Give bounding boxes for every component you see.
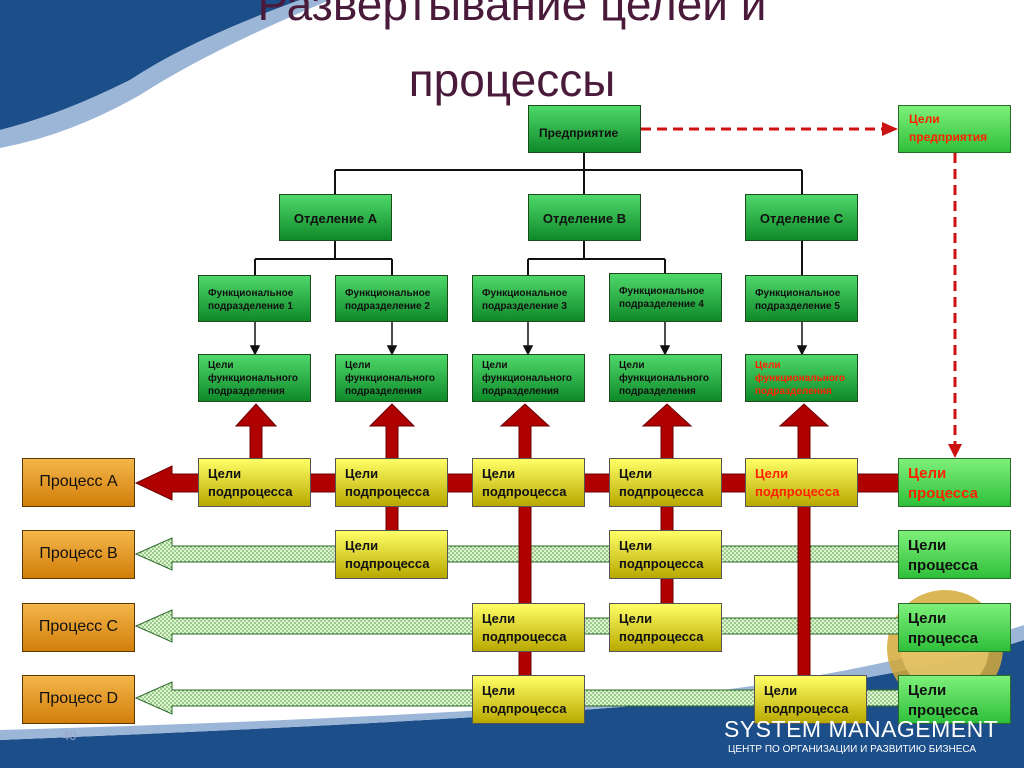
subprocess-goal-a1: Цели подпроцесса	[198, 458, 311, 507]
process-b-arrow	[134, 537, 901, 571]
dashed-arrowhead-down	[948, 444, 962, 458]
red-vertical-arrow-1	[234, 403, 278, 461]
process-goal-c: Цели процесса	[898, 603, 1011, 652]
subprocess-goal-b1: Цели подпроцесса	[335, 530, 448, 579]
functional-goal-1: Цели функционального подразделения	[198, 354, 311, 402]
functional-goal-5: Цели функционального подразделения	[745, 354, 858, 402]
functional-goal-3: Цели функционального подразделения	[472, 354, 585, 402]
subprocess-goal-d2: Цели подпроцесса	[754, 675, 867, 724]
process-d-box: Процесс D	[22, 675, 135, 724]
process-c-box: Процесс С	[22, 603, 135, 652]
division-a-box: Отделение А	[279, 194, 392, 241]
page-number: 40	[62, 728, 77, 743]
subprocess-goal-a3: Цели подпроцесса	[472, 458, 585, 507]
process-a-box: Процесс А	[22, 458, 135, 507]
enterprise-box: Предприятие	[528, 105, 641, 153]
subprocess-goal-a4: Цели подпроцесса	[609, 458, 722, 507]
subprocess-goal-a2: Цели подпроцесса	[335, 458, 448, 507]
enterprise-goals-box: Цели предприятия	[898, 105, 1011, 153]
dashed-arrowhead-right	[882, 122, 898, 136]
subprocess-goal-c2: Цели подпроцесса	[609, 603, 722, 652]
functional-unit-1: Функциональное подразделение 1	[198, 275, 311, 322]
process-goal-a: Цели процесса	[898, 458, 1011, 507]
slide-title-line1: Развертывание целей и	[257, 0, 767, 30]
bottom-band	[0, 640, 1024, 768]
functional-unit-2: Функциональное подразделение 2	[335, 275, 448, 322]
subprocess-goal-c1: Цели подпроцесса	[472, 603, 585, 652]
functional-unit-5: Функциональное подразделение 5	[745, 275, 858, 322]
brand-logo-text: SYSTEM MANAGEMENT	[724, 716, 999, 742]
process-goal-b: Цели процесса	[898, 530, 1011, 579]
top-left-swoosh	[0, 0, 300, 130]
subprocess-goal-a5: Цели подпроцесса	[745, 458, 858, 507]
functional-goal-4: Цели функционального подразделения	[609, 354, 722, 402]
red-vertical-arrow-5	[778, 403, 830, 677]
division-c-box: Отделение С	[745, 194, 858, 241]
subprocess-goal-d1: Цели подпроцесса	[472, 675, 585, 724]
slide-title-line2: процессы	[408, 54, 616, 106]
process-goal-d: Цели процесса	[898, 675, 1011, 724]
functional-unit-3: Функциональное подразделение 3	[472, 275, 585, 322]
functional-goal-2: Цели функционального подразделения	[335, 354, 448, 402]
functional-unit-4: Функциональное подразделение 4	[609, 273, 722, 322]
brand-tagline: ЦЕНТР ПО ОРГАНИЗАЦИИ И РАЗВИТИЮ БИЗНЕСА	[728, 744, 977, 755]
top-left-swoosh-light	[0, 0, 330, 148]
division-b-box: Отделение В	[528, 194, 641, 241]
subprocess-goal-b2: Цели подпроцесса	[609, 530, 722, 579]
process-b-box: Процесс В	[22, 530, 135, 579]
